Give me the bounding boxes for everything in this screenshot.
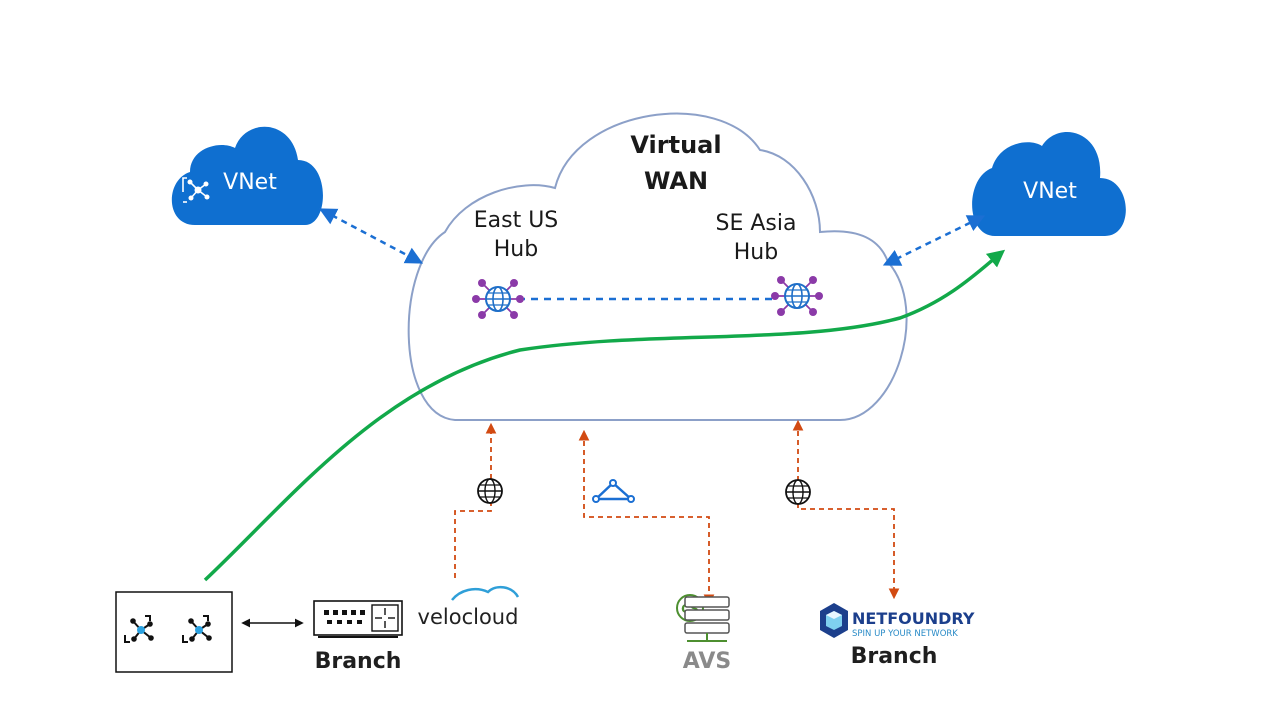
branch-to-vnet-traffic-path [203,249,1006,582]
vnet-right-cloud[interactable]: VNet [972,132,1126,236]
east-us-hub-label-line2: Hub [494,237,538,262]
triangle-network-icon [592,479,635,503]
netfoundry-brand: NETFOUNDRY [852,609,975,628]
virtual-wan-cloud: Virtual WAN East US Hub SE Asia Hub [407,112,908,421]
vnet-left-label: VNet [223,170,277,195]
globe-icon [785,479,811,505]
velocloud-connection [454,422,497,578]
vnet-left-connection [318,208,424,264]
vnet-left-cloud[interactable]: VNet [171,126,323,225]
se-asia-hub-label-line1: SE Asia [716,211,797,236]
se-asia-hub-label-line2: Hub [734,240,778,265]
network-node-icon [182,615,212,643]
on-prem-devices-box[interactable] [115,591,233,673]
velocloud-label: velocloud [418,605,519,629]
vnet-node-icon [182,177,210,203]
vnet-right-connection [882,215,986,266]
netfoundry-connection [792,419,900,600]
velocloud-logo: velocloud [418,585,520,629]
vnet-right-label: VNet [1023,179,1077,204]
netfoundry-tagline: SPIN UP YOUR NETWORK [852,629,958,639]
branch-label: Branch [315,649,402,674]
router-icon[interactable] [313,600,403,638]
cloud-title-line2: WAN [644,167,708,195]
cloud-title-line1: Virtual [630,131,721,159]
avs-connection [578,429,715,606]
network-node-icon [124,615,154,643]
netfoundry-cube-icon[interactable] [820,603,848,638]
network-globe-icon[interactable] [472,279,524,319]
netfoundry-branch-label: Branch [851,644,938,669]
east-us-hub-label-line1: East US [474,208,559,233]
globe-icon [477,478,503,504]
avs-label: AVS [683,649,731,674]
network-globe-icon[interactable] [771,276,823,316]
server-icon[interactable]: CS [676,594,730,642]
